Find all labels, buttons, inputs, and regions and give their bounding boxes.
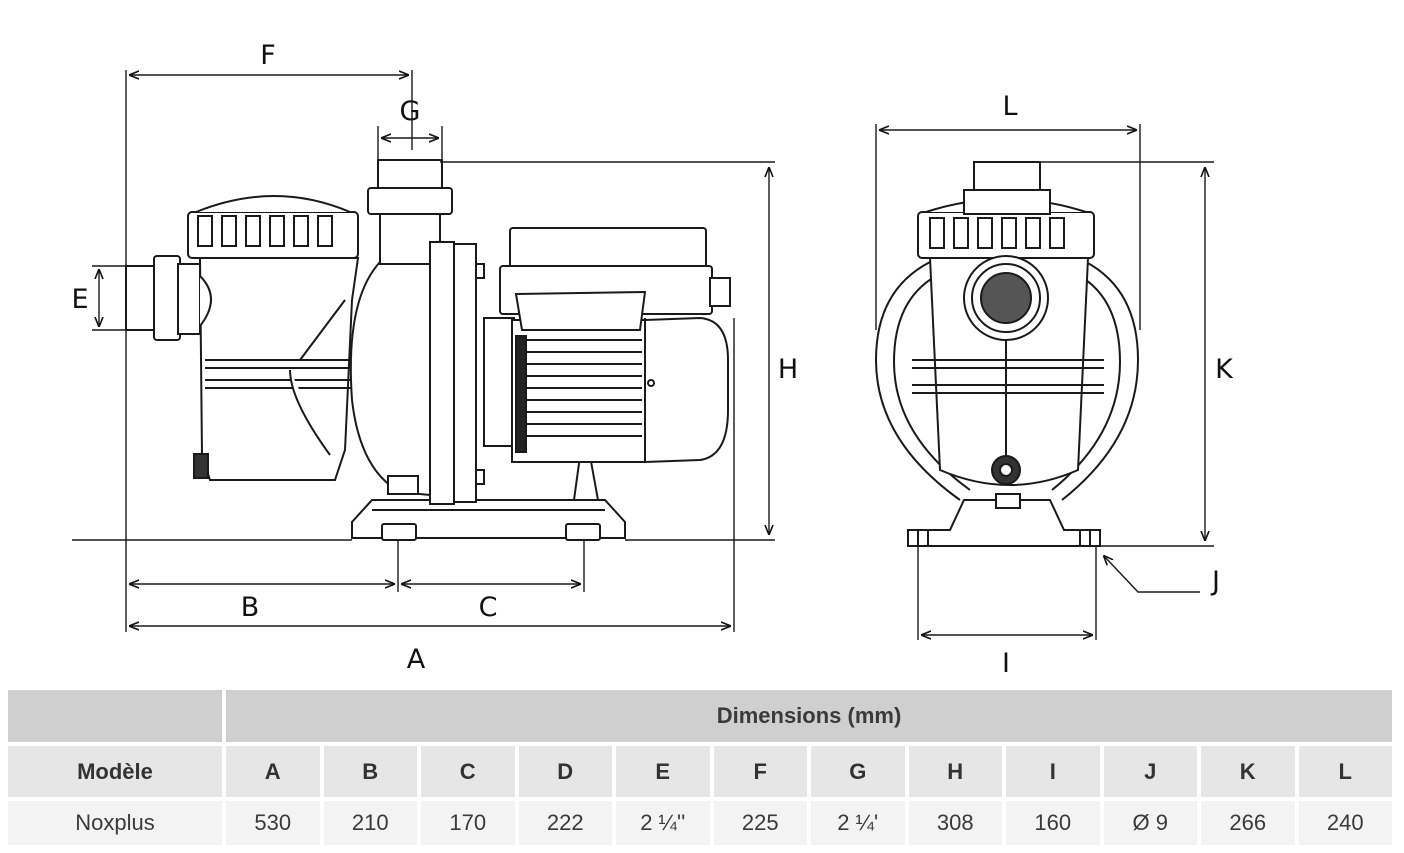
column-header-c: C	[421, 746, 515, 797]
pump-dimension-drawing: F G E H B C A L K J I	[71, 40, 1234, 679]
model-column-header: Modèle	[8, 746, 222, 797]
label-L: L	[1002, 91, 1017, 122]
column-header-h: H	[908, 746, 1002, 797]
label-E: E	[71, 284, 88, 315]
value-cell-f: 225	[713, 801, 807, 845]
label-F: F	[260, 40, 276, 71]
label-I: I	[1002, 648, 1010, 679]
label-H: H	[778, 354, 798, 385]
dimensions-header: Dimensions (mm)	[226, 690, 1392, 742]
label-C: C	[479, 592, 498, 623]
column-header-e: E	[616, 746, 710, 797]
column-header-l: L	[1298, 746, 1392, 797]
table-group-header-row: Dimensions (mm)	[8, 690, 1392, 742]
label-B: B	[241, 592, 260, 623]
table-corner-cell	[8, 690, 222, 742]
label-A: A	[407, 644, 426, 675]
column-header-k: K	[1201, 746, 1295, 797]
column-header-b: B	[323, 746, 417, 797]
value-cell-g: 2 ¼'	[811, 801, 905, 845]
value-cell-c: 170	[421, 801, 515, 845]
value-cell-e: 2 ¼''	[616, 801, 710, 845]
value-cell-b: 210	[323, 801, 417, 845]
model-name-cell: Noxplus	[8, 801, 222, 845]
value-cell-k: 266	[1201, 801, 1295, 845]
label-K: K	[1215, 354, 1234, 385]
value-cell-l: 240	[1298, 801, 1392, 845]
front-view-dimension-lines	[875, 124, 1214, 640]
column-header-i: I	[1006, 746, 1100, 797]
column-header-j: J	[1103, 746, 1197, 797]
value-cell-d: 222	[518, 801, 612, 845]
column-header-a: A	[226, 746, 320, 797]
value-cell-h: 308	[908, 801, 1002, 845]
column-header-d: D	[518, 746, 612, 797]
label-G: G	[400, 96, 421, 127]
side-view-dimension-lines	[72, 70, 775, 632]
column-header-g: G	[811, 746, 905, 797]
pump-front-view	[874, 161, 1140, 547]
value-cell-i: 160	[1006, 801, 1100, 845]
label-J: J	[1210, 566, 1220, 597]
value-cell-j: Ø 9	[1103, 801, 1197, 845]
pump-side-view	[125, 159, 731, 541]
value-cell-a: 530	[226, 801, 320, 845]
column-header-f: F	[713, 746, 807, 797]
